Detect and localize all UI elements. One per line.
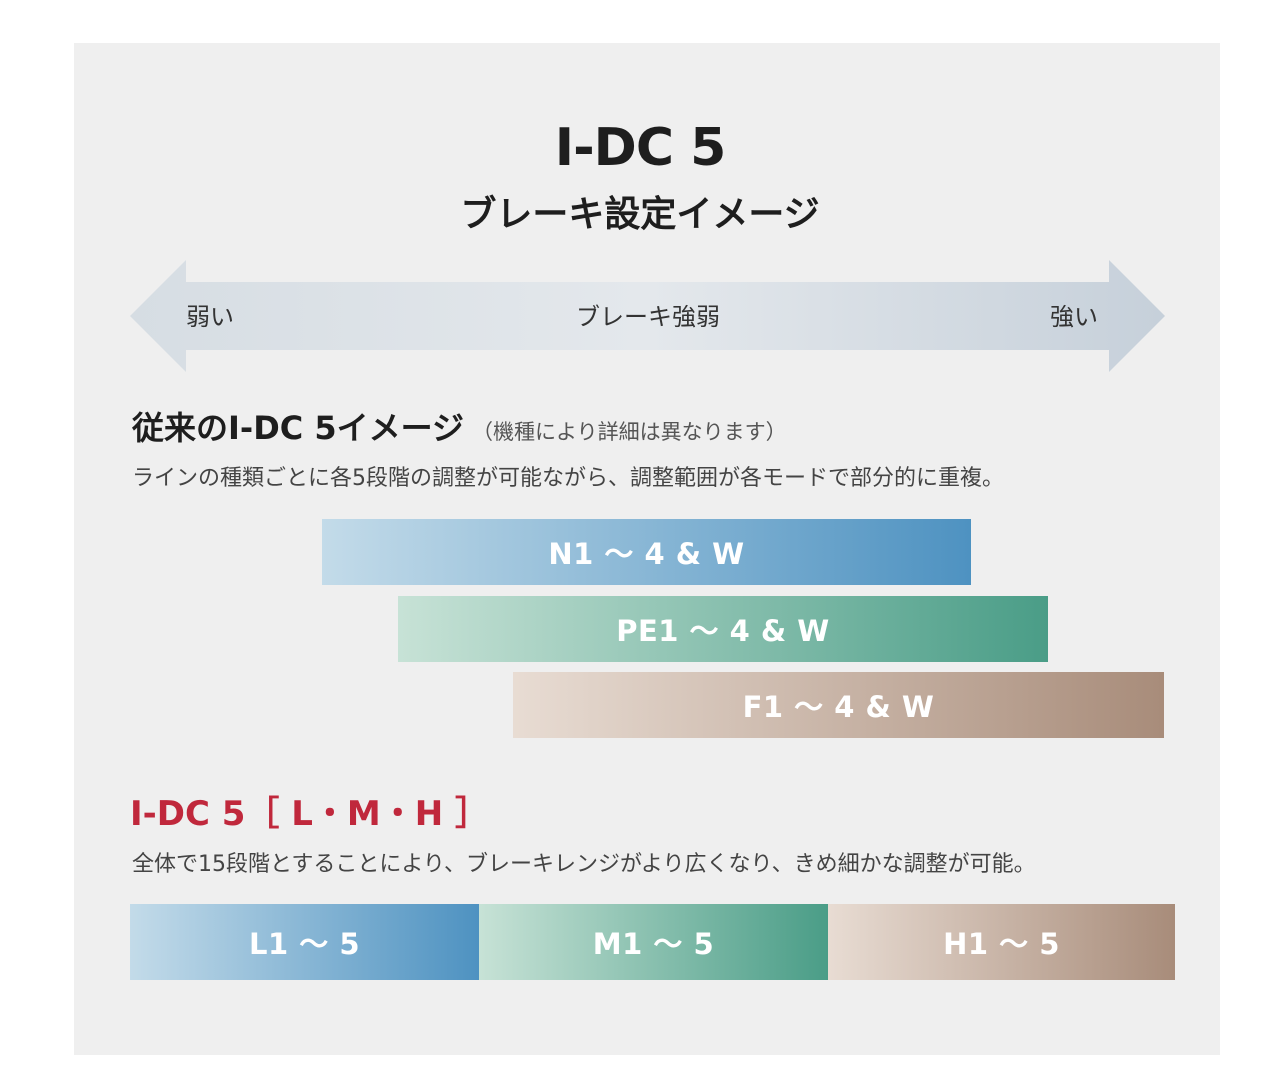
- bar-m-range: M1 ～ 5: [479, 904, 828, 980]
- arrow-label-center: ブレーキ強弱: [576, 303, 720, 331]
- legacy-section-description: ラインの種類ごとに各5段階の調整が可能ながら、調整範囲が各モードで部分的に重複。: [132, 466, 1004, 491]
- new-section-description: 全体で15段階とすることにより、ブレーキレンジがより広くなり、きめ細かな調整が可…: [132, 852, 1036, 877]
- bar-n-range: N1 ～ 4 & W: [322, 519, 971, 585]
- arrow-label-strong: 強い: [1050, 303, 1098, 331]
- legacy-title-text: 従来のI-DC 5イメージ: [132, 409, 465, 447]
- diagram-subtitle: ブレーキ設定イメージ: [460, 194, 820, 235]
- brake-strength-arrow: [130, 260, 1165, 372]
- bar-h-range: H1 ～ 5: [828, 904, 1175, 980]
- bar-pe-range: PE1 ～ 4 & W: [398, 596, 1048, 662]
- bar-l-range: L1 ～ 5: [130, 904, 479, 980]
- legacy-section-title: 従来のI-DC 5イメージ （機種により詳細は異なります）: [132, 408, 787, 452]
- arrow-label-weak: 弱い: [186, 303, 234, 331]
- bar-f-range: F1 ～ 4 & W: [513, 672, 1164, 738]
- legacy-title-note: （機種により詳細は異なります）: [472, 420, 787, 444]
- diagram-title: I-DC 5: [554, 118, 727, 178]
- new-section-title: I-DC 5［ L・M・H ］: [130, 794, 490, 834]
